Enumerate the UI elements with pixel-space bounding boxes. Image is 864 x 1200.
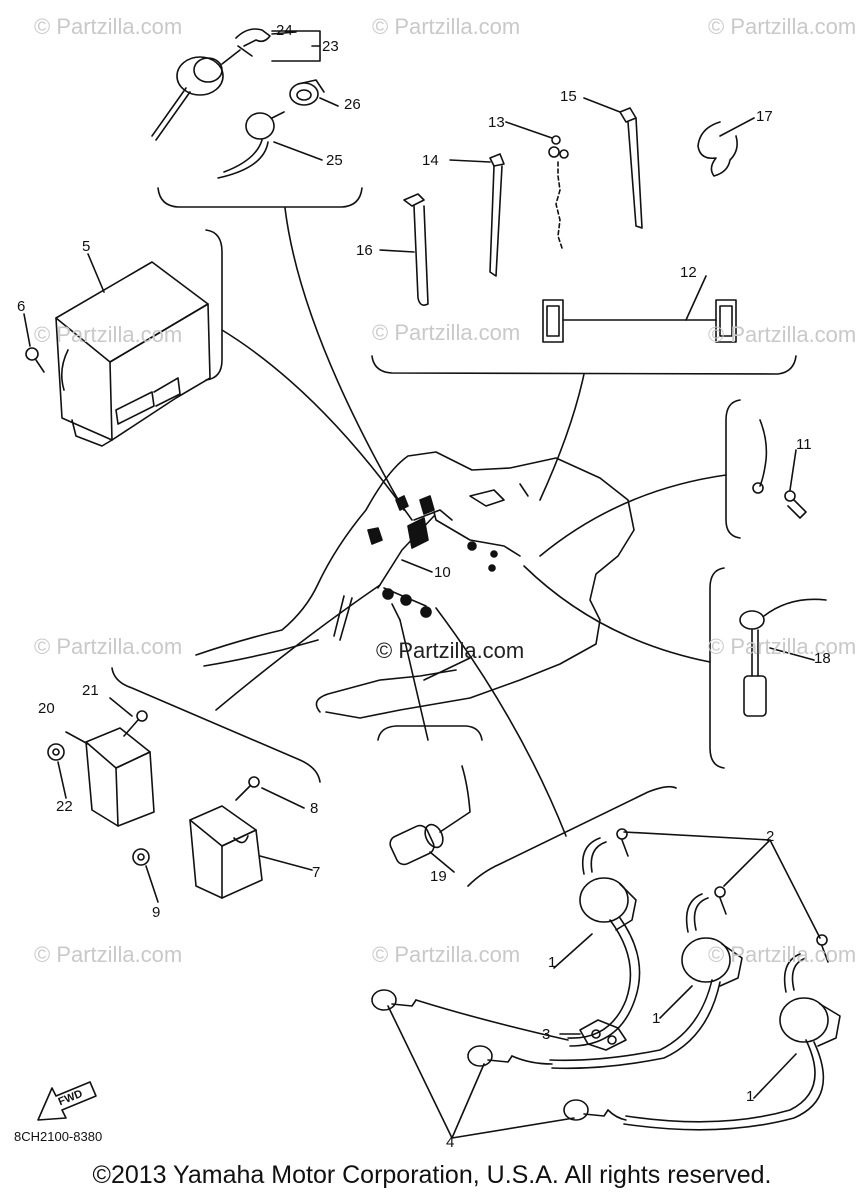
leader-ground (539, 474, 727, 557)
watermark: © Partzilla.com (708, 14, 857, 39)
part-number-6: 6 (17, 298, 26, 315)
nut-9 (132, 848, 150, 866)
part-number-23: 23 (322, 38, 339, 55)
leader-coils (435, 607, 567, 837)
watermark: © Partzilla.com (708, 634, 857, 659)
leader-condenser (399, 619, 429, 741)
watermark: © Partzilla.com (34, 942, 183, 967)
cable-tie-14 (489, 153, 505, 277)
ecu-box (55, 261, 211, 447)
part-number-14: 14 (422, 152, 439, 169)
part-number-5: 5 (82, 238, 91, 255)
bracket-cdi (111, 667, 321, 783)
part-number-15: 15 (560, 88, 577, 105)
bracket-ground (725, 399, 741, 539)
leader-ties (539, 373, 585, 501)
leader-sensor (523, 565, 711, 663)
part-number-13: 13 (488, 114, 505, 131)
part-number-21: 21 (82, 682, 99, 699)
part-number-10: 10 (434, 564, 451, 581)
switch-ring (289, 79, 325, 106)
watermark: © Partzilla.com (34, 14, 183, 39)
plug-caps (371, 989, 627, 1121)
part-number-22: 22 (56, 798, 73, 815)
cable-tie-16 (403, 193, 429, 306)
part-number-4: 4 (446, 1134, 455, 1151)
part-number-1: 1 (548, 954, 557, 971)
part-number-16: 16 (356, 242, 373, 259)
ignition-coil-1b (549, 893, 743, 1070)
watermark: © Partzilla.com (708, 322, 857, 347)
nut-22 (47, 743, 65, 761)
part-number-17: 17 (756, 108, 773, 125)
part-number-9: 9 (152, 904, 161, 921)
bracket-ties-group (371, 355, 797, 375)
bracket-coils (467, 785, 677, 887)
center-watermark: © Partzilla.com (376, 638, 525, 663)
part-number-7: 7 (312, 864, 321, 881)
part-number-2: 2 (766, 828, 775, 845)
ground-lead (752, 419, 807, 519)
copyright-notice: ©2013 Yamaha Motor Corporation, U.S.A. A… (92, 1161, 772, 1189)
bracket-ecu (205, 229, 223, 381)
diagram-code: 8CH2100-8380 (14, 1129, 103, 1144)
band-12 (542, 299, 737, 343)
coil-bolts (616, 828, 829, 963)
cable-tie-15 (619, 107, 643, 229)
part-number-1: 1 (652, 1010, 661, 1027)
leader-cdi (215, 584, 381, 711)
watermark: © Partzilla.com (372, 14, 521, 39)
leader-top-group (284, 207, 405, 511)
bracket-sensor (709, 567, 725, 769)
bracket-top-group (157, 187, 363, 208)
leader-ecu (221, 329, 413, 521)
condenser-19 (389, 765, 471, 866)
part-number-18: 18 (814, 650, 831, 667)
harness-connectors (367, 495, 498, 618)
indicator-switch (217, 111, 285, 179)
bolt-21 (123, 710, 148, 737)
watermark: © Partzilla.com (34, 322, 183, 347)
part-number-11: 11 (796, 436, 812, 453)
cable-tie-13 (548, 135, 569, 249)
fwd-arrow-icon (37, 1081, 97, 1121)
cdi-unit-7 (189, 805, 263, 899)
part-number-3: 3 (542, 1026, 551, 1043)
part-number-8: 8 (310, 800, 319, 817)
clip-17 (697, 121, 738, 177)
sensor-18 (739, 598, 827, 717)
cdi-unit-20 (85, 727, 155, 827)
part-number-12: 12 (680, 264, 697, 281)
part-number-19: 19 (430, 868, 447, 885)
ignition-coil-1c (623, 953, 841, 1131)
ecu-bolt (25, 347, 45, 373)
watermark: © Partzilla.com (34, 634, 183, 659)
callout-lines (23, 31, 821, 1139)
watermark: © Partzilla.com (372, 942, 521, 967)
part-number-26: 26 (344, 96, 361, 113)
part-number-25: 25 (326, 152, 343, 169)
wire-harness (195, 451, 635, 719)
ignition-coil-1a (567, 837, 641, 1047)
bracket-condenser (377, 725, 483, 741)
main-switch (151, 28, 321, 141)
bolt-8 (235, 776, 260, 801)
part-number-1: 1 (746, 1088, 755, 1105)
clamp-3 (579, 1019, 627, 1051)
part-number-24: 24 (276, 22, 293, 39)
watermark: © Partzilla.com (708, 942, 857, 967)
part-number-20: 20 (38, 700, 55, 717)
watermark: © Partzilla.com (372, 320, 521, 345)
